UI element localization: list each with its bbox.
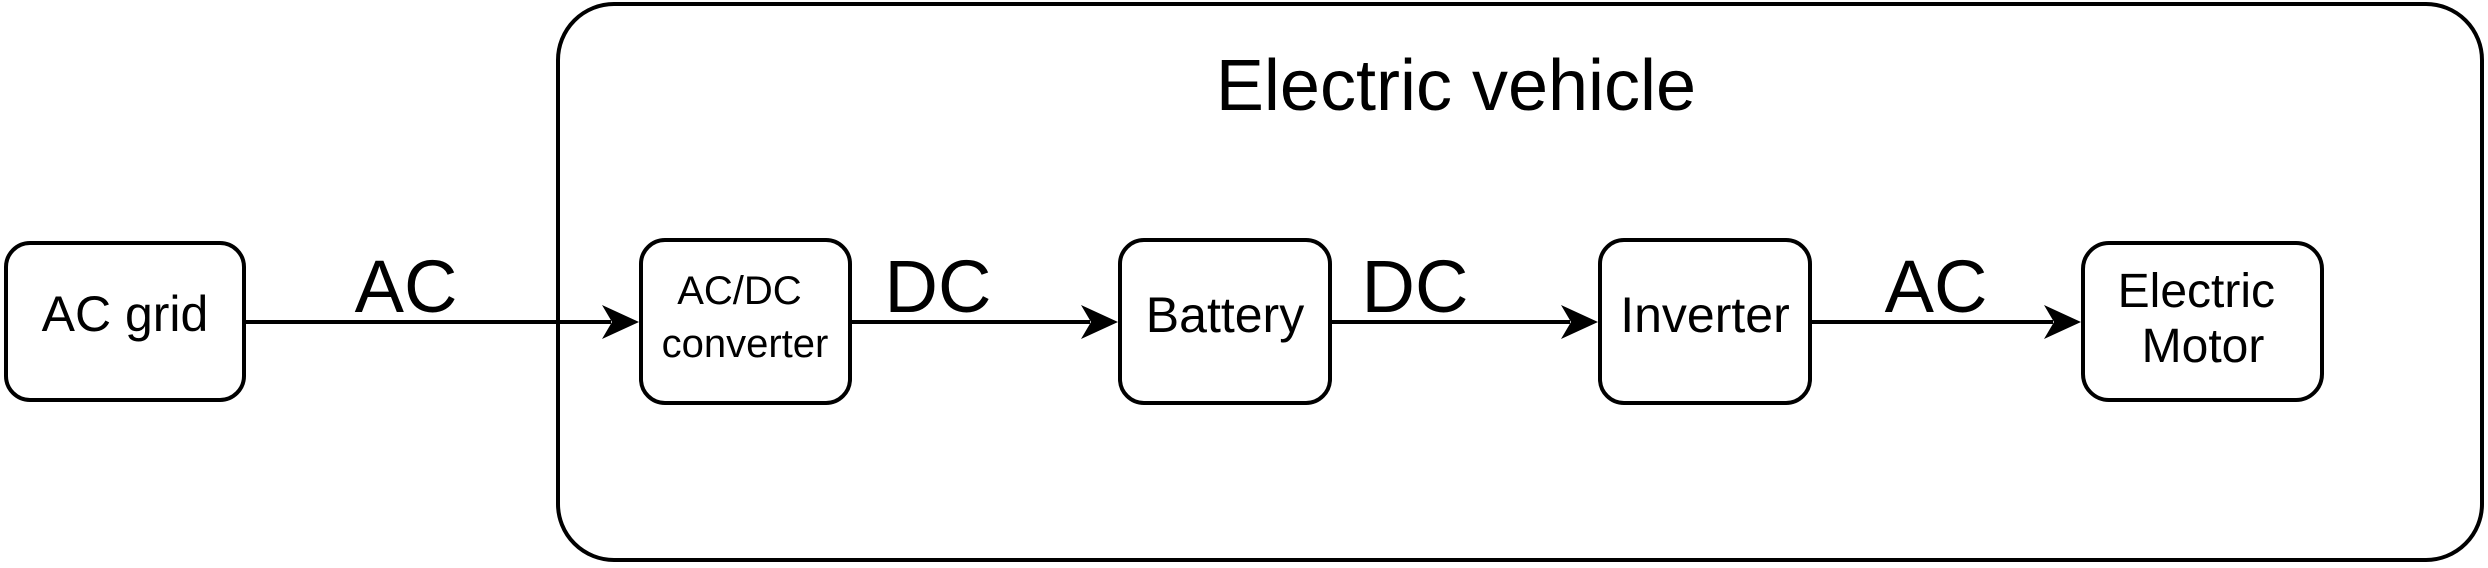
- arrowhead-icon: [1081, 305, 1118, 339]
- node-battery-label: Battery: [1146, 287, 1304, 343]
- node-electric-motor-box: [2081, 241, 2324, 402]
- node-electric-motor-label: Electric Motor: [2118, 265, 2289, 373]
- node-ac-grid: AC grid: [4, 241, 246, 402]
- edge-inverter-to-motor: AC: [1810, 245, 2081, 339]
- electric-vehicle-container: Electric vehicle: [556, 2, 2484, 562]
- edge-battery-to-inverter: DC: [1330, 245, 1598, 339]
- node-label-line-1: AC/DC: [677, 269, 801, 313]
- node-inverter-box: [1598, 238, 1812, 405]
- node-inverter-label: Inverter: [1620, 287, 1790, 343]
- node-battery-box: [1118, 238, 1332, 405]
- edge-converter-to-battery: DC: [851, 245, 1118, 339]
- node-label-line-2: converter: [662, 322, 829, 366]
- node-battery: Battery: [1118, 238, 1332, 405]
- node-ac-grid-label: AC grid: [42, 286, 209, 342]
- node-ac-dc-converter-box: [639, 238, 852, 405]
- arrowhead-icon: [1561, 305, 1598, 339]
- node-electric-motor: Electric Motor: [2081, 241, 2324, 402]
- edge-ac-grid-to-converter: AC: [244, 245, 639, 339]
- node-label-line-1: Electric: [2118, 265, 2275, 318]
- node-inverter: Inverter: [1598, 238, 1812, 405]
- node-ac-dc-converter-label: AC/DC converter: [662, 269, 829, 366]
- edge-label-ac-2: AC: [1885, 245, 1988, 328]
- electric-vehicle-boundary: [556, 2, 2484, 562]
- node-label-line-2: Motor: [2142, 320, 2265, 373]
- arrowhead-icon: [2044, 305, 2081, 339]
- electric-vehicle-title: Electric vehicle: [1216, 46, 1696, 126]
- node-ac-grid-box: [4, 241, 246, 402]
- arrowhead-icon: [602, 305, 639, 339]
- edge-label-dc-2: DC: [1362, 245, 1469, 328]
- edge-label-dc-1: DC: [885, 245, 992, 328]
- node-ac-dc-converter: AC/DC converter: [639, 238, 852, 405]
- edge-label-ac-1: AC: [355, 245, 458, 328]
